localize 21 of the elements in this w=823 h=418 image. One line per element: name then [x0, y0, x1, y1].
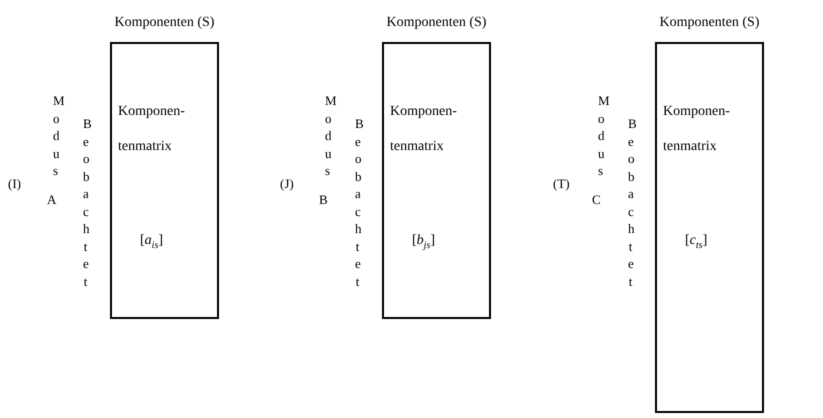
vertical-text: Beobachtet: [354, 115, 364, 290]
mode-letter: C: [592, 193, 601, 206]
mode-index: (J): [280, 177, 294, 190]
vertical-text: Beobachtet: [627, 115, 637, 290]
body-text: Komponen- tenmatrix: [663, 103, 731, 156]
mode-letter: B: [319, 193, 328, 206]
mode-index: (I): [8, 177, 21, 190]
vertical-text: Modus: [324, 92, 334, 180]
heading-text: Komponenten (S): [114, 16, 214, 30]
body-text: Komponen- tenmatrix: [118, 103, 186, 156]
vertical-text: Beobachtet: [82, 115, 92, 290]
vertical-text: Modus: [52, 92, 62, 180]
matrix-label: [a$_{is}$]: [140, 234, 164, 251]
vertical-text: Modus: [597, 92, 607, 180]
mode-letter: A: [47, 193, 56, 206]
body-text: Komponen- tenmatrix: [390, 103, 458, 156]
heading-text: Komponenten (S): [660, 16, 760, 30]
matrix-label: [c$_{ts}$]: [685, 234, 708, 251]
heading-text: Komponenten (S): [386, 16, 486, 30]
mode-index: (T): [553, 177, 570, 190]
matrix-label: [b$_{js}$]: [412, 234, 436, 251]
